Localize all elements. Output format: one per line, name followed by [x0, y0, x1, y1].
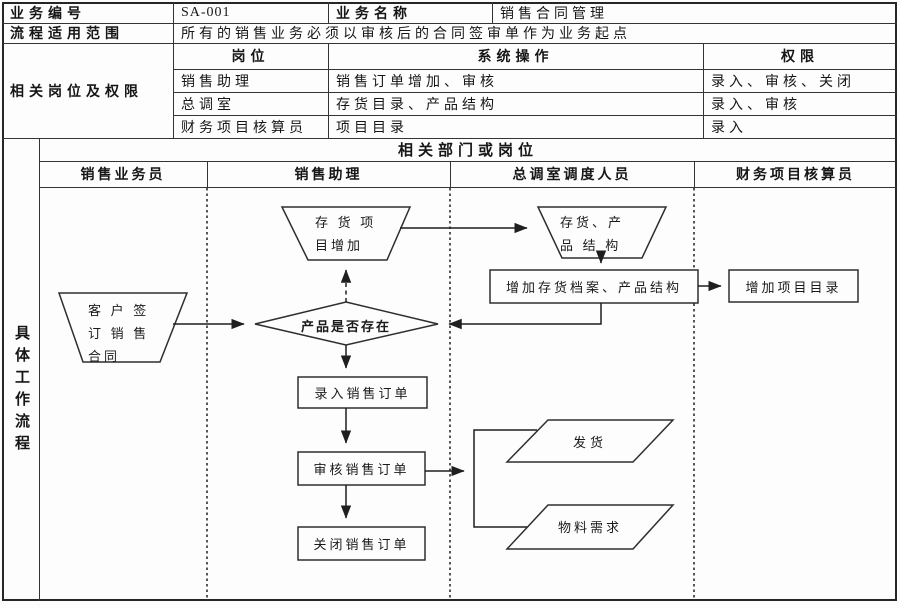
scope-value: 所有的销售业务必须以审核后的合同签审单作为业务起点 [181, 25, 631, 41]
biz-name-label: 业务名称 [336, 4, 412, 21]
inventory-item-add-line2: 目增加 [315, 238, 364, 253]
roles-section-label: 相关岗位及权限 [10, 82, 143, 99]
decision-label: 产品是否存在 [300, 319, 391, 334]
biz-no-value: SA-001 [181, 4, 231, 20]
table-row-perm: 录入、审核 [711, 95, 801, 112]
grid-line [2, 138, 897, 139]
table-row-ops: 项目目录 [336, 118, 408, 135]
grid-line [703, 43, 704, 138]
grid-line [39, 161, 897, 162]
customer-sign-line1: 客 户 签 [88, 303, 150, 318]
shape-enter-sales-order-rect [297, 376, 428, 409]
material-demand-label: 物料需求 [557, 519, 622, 535]
inventory-item-add-label: 存 货 项 目增加 [315, 211, 411, 257]
table-row-perm: 录入 [711, 118, 747, 135]
add-project-catalog-label: 增加项目目录 [745, 279, 842, 295]
audit-sales-order-label: 审核销售订单 [313, 462, 410, 477]
swimlane-title: 相关部门或岗位 [397, 142, 538, 159]
grid-line [492, 2, 493, 23]
grid-line [2, 23, 897, 24]
shape-delivery-parallelogram [505, 419, 675, 463]
col-header-post: 岗位 [231, 48, 270, 64]
shape-close-sales-order-rect [297, 526, 426, 561]
grid-line [173, 2, 174, 138]
shape-inventory-item-add-trapezoid [280, 206, 412, 261]
grid-line [694, 161, 695, 187]
grid-line [173, 69, 897, 70]
shape-customer-sign-trapezoid [57, 292, 189, 363]
biz-name-value: 销售合同管理 [500, 4, 608, 21]
enter-sales-order-label: 录入销售订单 [314, 386, 411, 401]
grid-line [173, 115, 897, 116]
delivery-label: 发货 [572, 434, 607, 450]
grid-line [39, 138, 40, 601]
table-row-post: 总调室 [181, 95, 235, 112]
customer-sign-line3: 合同 [88, 349, 121, 364]
lane-header-dispatcher: 总调室调度人员 [512, 166, 632, 182]
inventory-structure-line2: 品 结 构 [560, 238, 622, 253]
inventory-structure-line1: 存货、产 [560, 215, 625, 230]
grid-line [39, 187, 897, 188]
outer-border [2, 2, 897, 601]
grid-line [207, 161, 208, 187]
connector-archive-to-decision [448, 303, 602, 330]
table-row-perm: 录入、审核、关闭 [711, 72, 855, 89]
shape-add-project-catalog-rect [728, 269, 859, 303]
biz-no-label: 业务编号 [10, 4, 86, 21]
grid-line [173, 92, 897, 93]
add-inventory-archive-label: 增加存货档案、产品结构 [505, 280, 682, 295]
grid-line [328, 43, 329, 138]
inventory-item-add-line1: 存 货 项 [315, 215, 377, 230]
shape-material-demand-parallelogram [505, 504, 675, 550]
lane-header-finance-accountant: 财务项目核算员 [736, 166, 855, 182]
lane-header-sales-assistant: 销售助理 [294, 166, 363, 182]
table-row-post: 销售助理 [181, 72, 253, 89]
table-row-ops: 销售订单增加、审核 [336, 72, 498, 89]
shape-audit-sales-order-rect [297, 451, 426, 486]
col-header-ops: 系统操作 [477, 48, 554, 64]
table-row-ops: 存货目录、产品结构 [336, 95, 498, 112]
scope-label: 流程适用范围 [10, 25, 124, 41]
connector-outputs-bracket [473, 429, 537, 528]
close-sales-order-label: 关闭销售订单 [313, 537, 410, 552]
inventory-structure-label: 存货、产 品 结 构 [560, 211, 656, 257]
grid-line [2, 43, 897, 44]
table-row-post: 财务项目核算员 [181, 118, 307, 135]
shape-inventory-structure-trapezoid [536, 206, 668, 259]
customer-sign-label: 客 户 签 订 销 售 合同 [88, 299, 178, 368]
grid-line [328, 2, 329, 23]
grid-line [450, 161, 451, 187]
customer-sign-line2: 订 销 售 [88, 326, 150, 341]
side-label-work-flow: 具体工作流程 [13, 325, 30, 457]
lane-header-sales-rep: 销售业务员 [80, 166, 166, 182]
col-header-perm: 权限 [781, 48, 819, 64]
